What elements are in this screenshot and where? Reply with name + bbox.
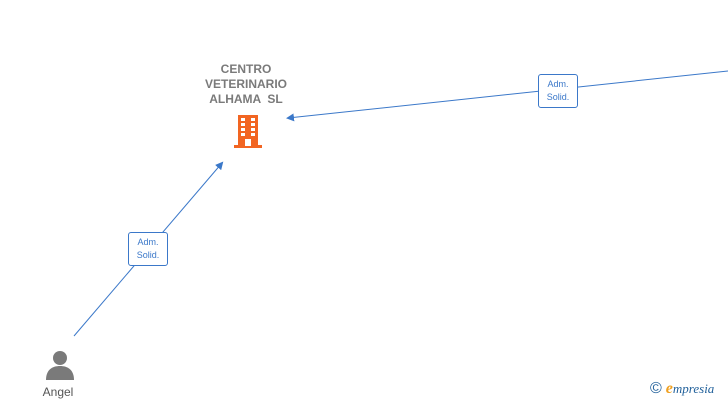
brand-initial: e: [665, 380, 673, 397]
edge-label-line-1: Adm.: [137, 237, 159, 247]
edge-label-person-to-company[interactable]: Adm. Solid.: [128, 232, 168, 266]
company-name-line-1: CENTRO: [220, 62, 272, 76]
company-name-line-3: ALHAMA SL: [209, 92, 283, 106]
copyright-symbol: ©: [650, 380, 662, 397]
edge-label-line-2: Solid.: [546, 92, 570, 102]
edge-label-external-to-company[interactable]: Adm. Solid.: [538, 74, 578, 108]
company-name-line-2: VETERINARIO: [204, 77, 287, 91]
edge-label-line-2: Solid.: [136, 250, 160, 260]
person-icon[interactable]: [44, 349, 76, 381]
building-icon[interactable]: [231, 113, 265, 149]
brand-name: mpresia: [672, 381, 715, 396]
edge-label-line-1: Adm.: [547, 79, 569, 89]
person-name[interactable]: Angel: [42, 385, 74, 399]
company-name[interactable]: CENTRO VETERINARIO ALHAMA SL: [186, 62, 306, 107]
brand-logo: ©empresia: [650, 380, 714, 398]
edge-line-external-to-company: [286, 70, 728, 122]
